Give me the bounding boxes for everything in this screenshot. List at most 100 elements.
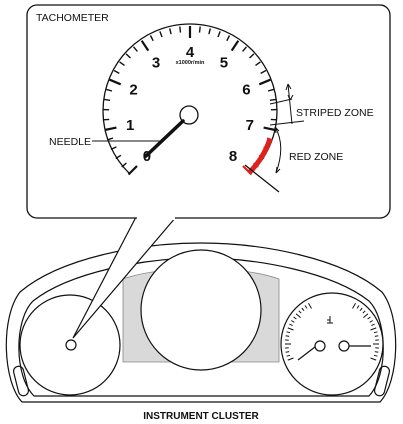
instrument-cluster [5, 242, 397, 403]
right-gauge-tick [373, 354, 378, 357]
dial-minor-tick [249, 53, 255, 59]
dial-minor-tick [149, 35, 154, 42]
dial-minor-tick [260, 69, 267, 75]
dial-minor-tick [110, 146, 117, 151]
right-gauge-tick [371, 323, 375, 327]
dial-minor-tick [107, 137, 114, 141]
right-side-slot [373, 365, 391, 397]
dial-number: 5 [220, 54, 228, 71]
right-gauge-tick [286, 331, 291, 334]
dial-minor-tick [159, 31, 163, 38]
right-gauge-tick [308, 303, 312, 309]
thermometer-icon [327, 316, 333, 324]
red-zone-end-line [244, 164, 280, 193]
dial-major-tick [104, 126, 117, 132]
dial-minor-tick [217, 31, 221, 38]
striped-zone-arrow-2 [287, 94, 294, 101]
red-zone-arrow-2 [275, 166, 281, 174]
dial-minor-tick [125, 53, 131, 59]
right-gauge-tick [291, 320, 295, 323]
tachometer-small-circle [19, 294, 121, 396]
dial-minor-tick [113, 69, 120, 75]
striped-zone-label: STRIPED ZONE [296, 107, 374, 119]
dial-number: 1 [126, 117, 134, 134]
tachometer-needle [144, 119, 185, 158]
dial-minor-tick [267, 88, 274, 92]
dial-major-tick [109, 78, 122, 86]
callout-joint-cover [137, 214, 175, 220]
right-gauge-tick [287, 327, 294, 331]
speedometer-circle [140, 249, 262, 371]
tachometer-small-hub [65, 339, 77, 351]
dial-minor-tick [106, 88, 113, 92]
dial-minor-tick [132, 46, 138, 52]
dial-minor-tick [121, 162, 127, 168]
right-gauge-tick [286, 354, 291, 357]
dial-major-tick [140, 40, 150, 52]
dial-minor-tick [169, 28, 172, 35]
dial-minor-tick [208, 28, 211, 35]
right-gauge-tick [285, 351, 290, 353]
striped-zone-line-a [269, 98, 293, 105]
right-gauge-tick [298, 310, 302, 314]
right-gauge-tick [359, 307, 363, 312]
dial-number: 8 [229, 148, 237, 165]
right-gauge-tick [293, 316, 297, 320]
left-side-slot [12, 365, 30, 397]
dial-unit-label: x1000r/min [176, 60, 205, 66]
dial-minor-tick [103, 98, 111, 101]
right-gauge-tick [369, 320, 373, 323]
dial-minor-tick [198, 26, 201, 33]
right-gauge-tick [374, 335, 379, 337]
callout-pointer [72, 216, 177, 339]
red-zone-arrow-1 [274, 126, 280, 134]
right-gauge-tick [356, 305, 360, 309]
right-gauge-ticks [285, 303, 379, 361]
right-gauge-tick [367, 316, 371, 320]
fuel-gauge-hub [314, 340, 326, 352]
dial-major-tick [127, 165, 138, 176]
dial-minor-tick [266, 137, 273, 141]
right-gauge-tick [362, 310, 366, 314]
dial-major-tick [230, 40, 240, 52]
dial-minor-tick [242, 46, 248, 52]
tachometer-dial: 012345678 x1000r/min [102, 23, 278, 176]
striped-zone-line-b [269, 120, 305, 126]
right-gauge-tick [363, 313, 369, 318]
dial-number: 2 [129, 82, 137, 99]
red-zone-arc [274, 126, 282, 174]
right-gauge-tick [370, 357, 377, 361]
right-gauge-tick [374, 351, 379, 353]
right-gauge-tick [285, 335, 290, 337]
dial-minor-tick [119, 61, 125, 66]
dial-arc [102, 23, 278, 174]
callout-title: TACHOMETER [36, 12, 109, 24]
fuel-gauge-needle [297, 346, 316, 361]
striped-zone-arrow-1 [285, 83, 292, 91]
dial-number: 7 [246, 117, 254, 134]
dial-number: 6 [242, 82, 250, 99]
dial-minor-tick [255, 61, 261, 66]
figure-caption: INSTRUMENT CLUSTER [143, 411, 259, 422]
needle-hub [179, 105, 199, 125]
red-zone-label: RED ZONE [289, 151, 343, 163]
dial-number: 4 [186, 44, 195, 61]
needle-label: NEEDLE [49, 136, 91, 148]
right-gauge-tick [295, 313, 301, 318]
dial-tick-marks [103, 26, 277, 176]
right-gauge-tick [304, 305, 308, 309]
dial-number: 3 [152, 54, 160, 71]
right-gauge-tick [373, 331, 378, 334]
tachometer-callout-box [26, 4, 391, 219]
right-gauge-tick [289, 323, 293, 327]
dial-minor-tick [179, 26, 182, 33]
right-gauge-tick [352, 303, 356, 309]
red-zone-band [247, 138, 273, 175]
right-gauge-tick [370, 327, 377, 331]
dial-minor-tick [226, 35, 231, 42]
striped-zone-bracket [287, 83, 293, 125]
dial-major-tick [263, 126, 276, 132]
dial-minor-tick [269, 98, 277, 101]
dial-major-tick [258, 78, 271, 86]
